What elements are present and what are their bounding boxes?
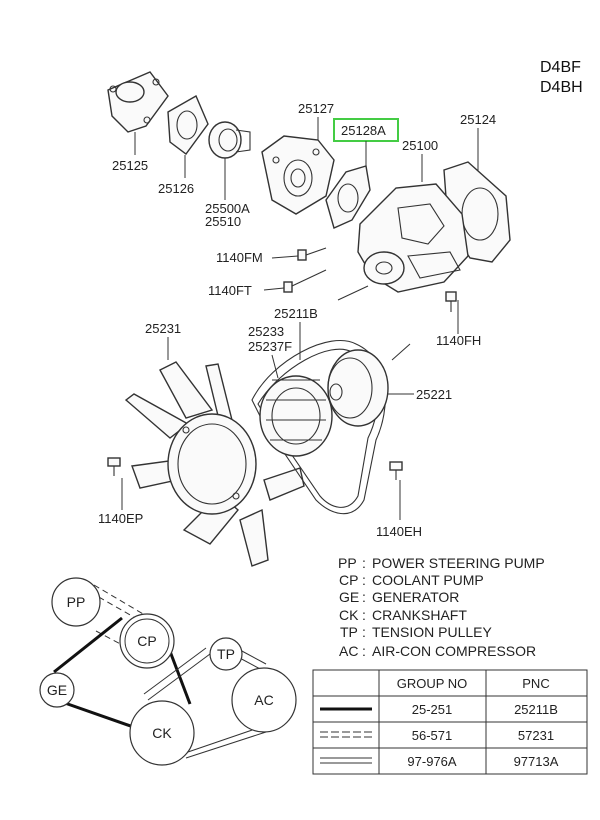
legend-code-tp: TP — [340, 624, 358, 640]
callout-25500a[interactable]: 25500A — [205, 201, 250, 216]
table-row[interactable]: 56-571 57231 — [320, 728, 554, 743]
legend-desc-ck: CRANKSHAFT — [372, 607, 467, 623]
pump-gasket-part[interactable] — [325, 165, 371, 229]
pulley-cp-label: CP — [137, 633, 156, 649]
legend-code-ac: AC — [339, 643, 358, 659]
callout-25128a[interactable]: 25128A — [341, 123, 386, 138]
pulley-ac-label: AC — [254, 692, 273, 708]
table-group-no: 25-251 — [412, 702, 452, 717]
water-pipe-fitting-part[interactable] — [261, 135, 335, 215]
table-pnc: 57231 — [518, 728, 554, 743]
svg-text::: : — [362, 624, 366, 640]
legend-desc-cp: COOLANT PUMP — [372, 572, 484, 588]
legend-code-cp: CP — [339, 572, 358, 588]
pulley-pp[interactable]: PP — [51, 577, 101, 627]
legend-desc-tp: TENSION PULLEY — [372, 624, 492, 640]
pulley-pp-label: PP — [67, 594, 86, 610]
svg-text::: : — [362, 589, 366, 605]
table-pnc: 25211B — [514, 702, 558, 717]
svg-text::: : — [362, 607, 366, 623]
callout-25100[interactable]: 25100 — [402, 138, 438, 153]
svg-text::: : — [362, 572, 366, 588]
callout-25211b[interactable]: 25211B — [274, 306, 318, 321]
callout-25510[interactable]: 25510 — [205, 214, 241, 229]
legend: PP : POWER STEERING PUMP CP : COOLANT PU… — [338, 555, 545, 659]
pulley-tp-label: TP — [217, 646, 235, 662]
callout-1140eh[interactable]: 1140EH — [376, 524, 422, 539]
legend-code-pp: PP — [338, 555, 357, 571]
bolt-1140eh[interactable] — [389, 461, 403, 480]
thermostat-gasket-part[interactable] — [167, 95, 209, 155]
fan-belt-route — [53, 616, 192, 732]
callout-1140fm[interactable]: 1140FM — [216, 250, 263, 265]
pulley-ck-label: CK — [152, 725, 172, 741]
callout-25231[interactable]: 25231 — [145, 321, 181, 336]
callout-25233[interactable]: 25233 — [248, 324, 284, 339]
callout-25127[interactable]: 25127 — [298, 101, 334, 116]
legend-desc-pp: POWER STEERING PUMP — [372, 555, 545, 571]
callout-25125[interactable]: 25125 — [112, 158, 148, 173]
callout-25126[interactable]: 25126 — [158, 181, 194, 196]
engine-code-2: D4BH — [540, 79, 583, 96]
table-header-group: GROUP NO — [397, 676, 468, 691]
pulley-ge[interactable]: GE — [39, 672, 75, 708]
pulley-ck[interactable]: CK — [129, 700, 195, 766]
table-pnc: 97713A — [514, 754, 559, 769]
bolt-1140ep[interactable] — [107, 457, 121, 476]
legend-code-ck: CK — [339, 607, 359, 623]
ac-belt-route — [143, 647, 267, 759]
svg-text::: : — [362, 643, 366, 659]
pulley-cp[interactable]: CP — [119, 613, 175, 669]
callout-25124[interactable]: 25124 — [460, 112, 496, 127]
thermostat-part[interactable] — [208, 121, 251, 159]
line-sample-dashed-double — [320, 731, 372, 738]
legend-code-ge: GE — [339, 589, 359, 605]
pulley-ge-label: GE — [47, 682, 67, 698]
pulley-ac[interactable]: AC — [231, 667, 297, 733]
table-row[interactable]: 97-976A 97713A — [320, 754, 559, 769]
fan-pulley-part[interactable] — [327, 349, 389, 427]
callout-1140ep[interactable]: 1140EP — [98, 511, 143, 526]
line-sample-double — [320, 757, 372, 764]
legend-desc-ge: GENERATOR — [372, 589, 459, 605]
legend-desc-ac: AIR-CON COMPRESSOR — [372, 643, 536, 659]
callout-1140ft[interactable]: 1140FT — [208, 283, 252, 298]
svg-text::: : — [362, 555, 366, 571]
cooling-fan-part[interactable] — [124, 361, 305, 567]
callout-25221[interactable]: 25221 — [416, 387, 452, 402]
engine-code-1: D4BF — [540, 59, 581, 76]
bolt-1140ft[interactable] — [283, 269, 327, 293]
table-group-no: 97-976A — [407, 754, 456, 769]
belt-routing-diagram: PP CP GE CK TP AC — [39, 577, 297, 766]
thermostat-housing-part[interactable] — [107, 71, 169, 133]
bolt-1140fm[interactable] — [297, 247, 327, 261]
reference-table: GROUP NO PNC 25-251 25211B 56-571 57231 … — [312, 669, 588, 775]
pulley-tp[interactable]: TP — [209, 637, 243, 671]
water-pump-part[interactable] — [357, 183, 469, 293]
bolt-1140fh[interactable] — [445, 291, 457, 312]
table-group-no: 56-571 — [412, 728, 452, 743]
table-row[interactable]: 25-251 25211B — [320, 702, 558, 717]
table-header-pnc: PNC — [522, 676, 549, 691]
fan-clutch-part[interactable] — [259, 375, 333, 457]
callout-1140fh[interactable]: 1140FH — [436, 333, 481, 348]
callout-25237f[interactable]: 25237F — [248, 339, 292, 354]
